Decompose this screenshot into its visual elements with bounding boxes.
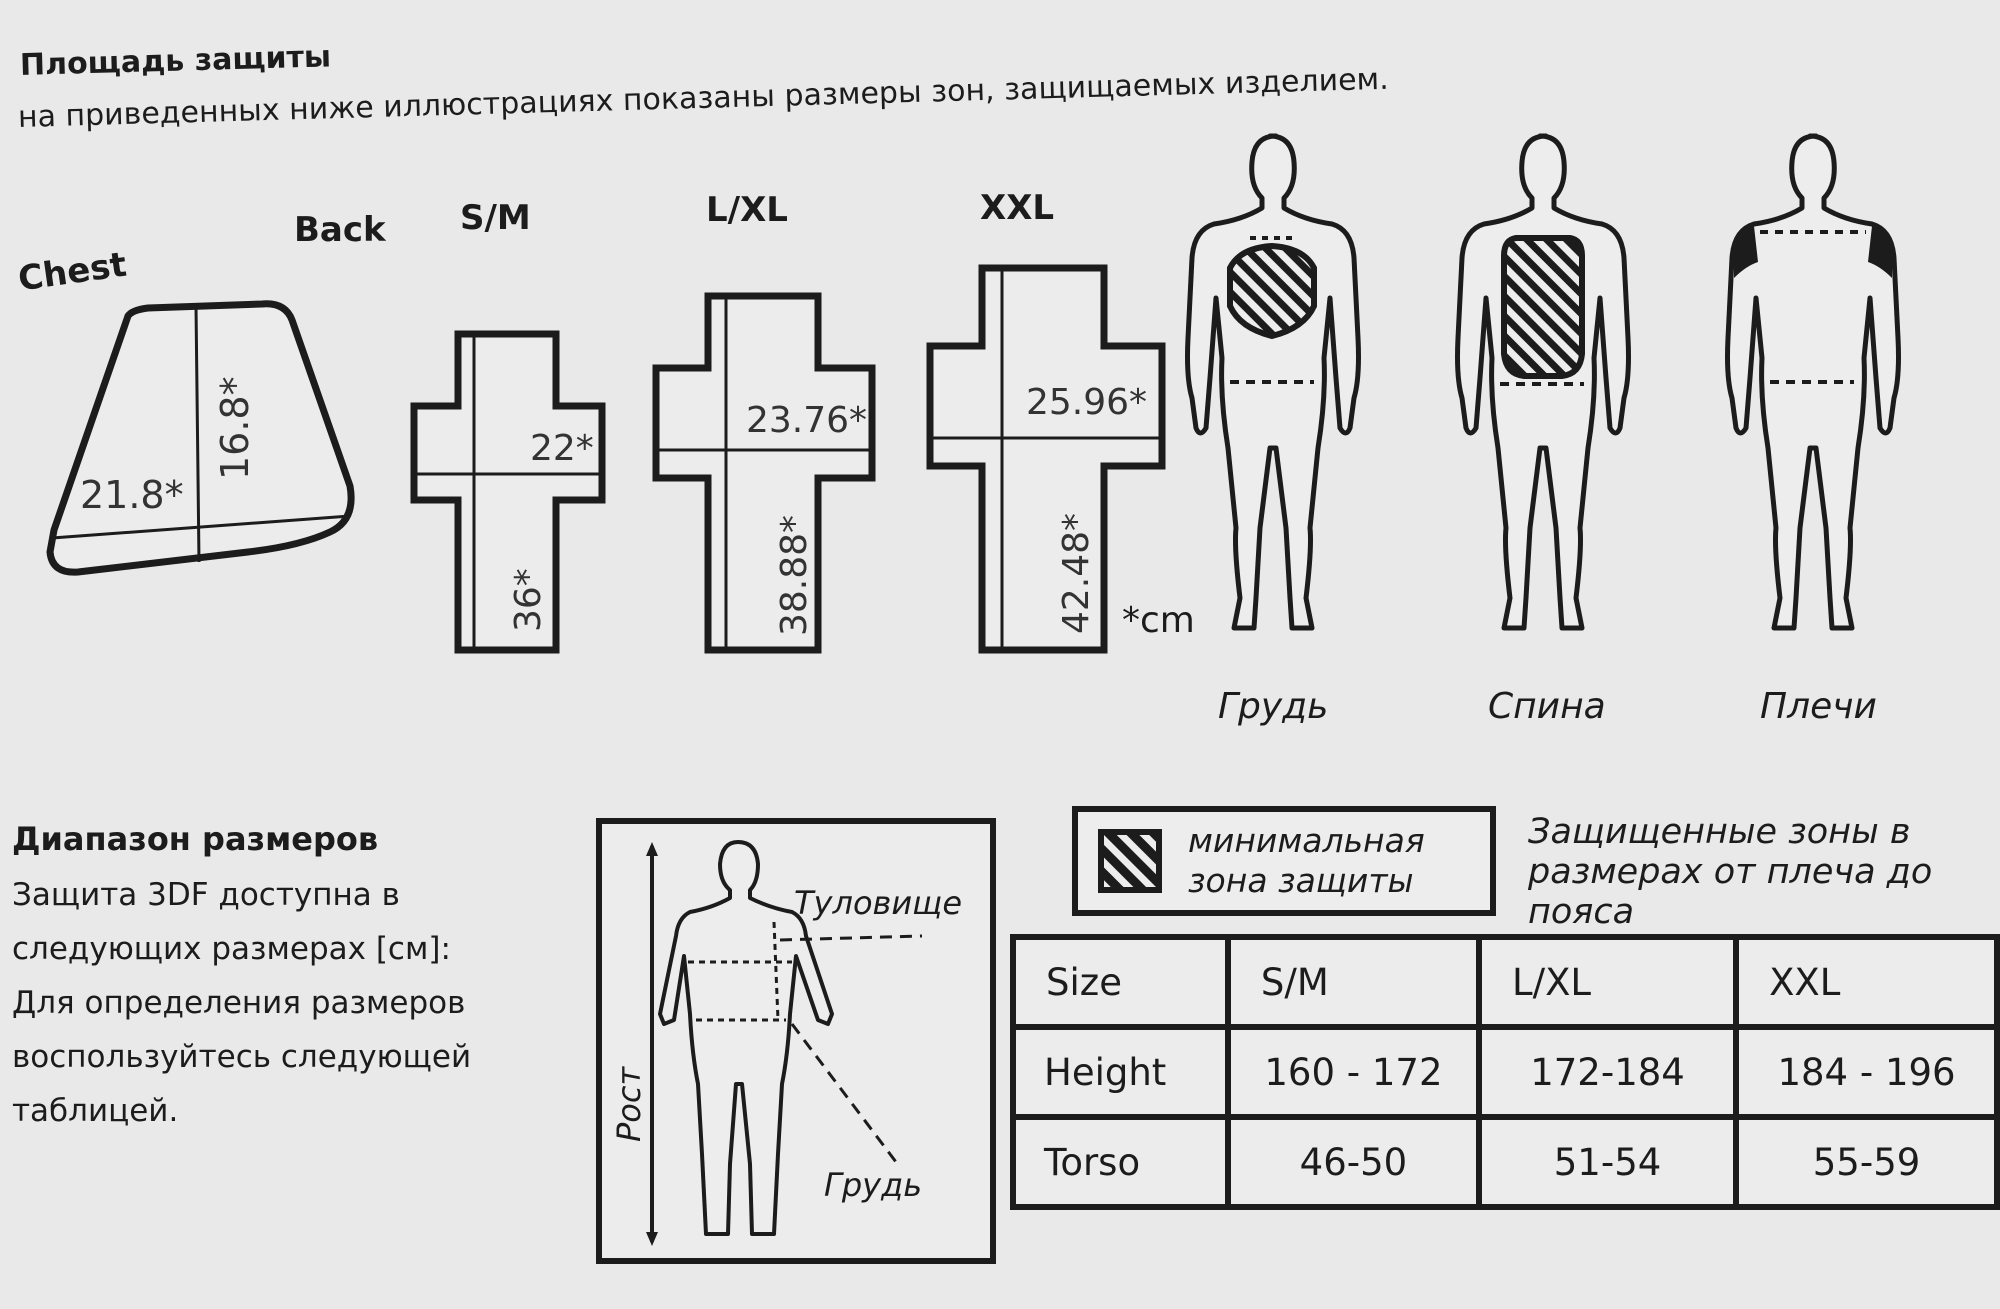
height-label: Рост [610,1066,648,1142]
zones-note: Защищенные зоны в размерах от плеча до п… [1528,812,1933,932]
sm-height-label: 36* [508,568,549,632]
torso-label: Туловище [794,884,962,922]
protector-shapes: 21.8* 16.8* 22* 36* 23.76* 38.88* 25.96*… [46,264,1166,654]
table-row: Height 160 - 172 172-184 184 - 196 [1016,1030,1994,1114]
chest-height-label: 16.8* [213,376,257,480]
xxl-width-label: 25.96* [1026,382,1147,423]
table-header-cell: XXL [1739,940,1994,1024]
size-label-lxl: L/XL [706,190,788,230]
table-header-cell: Size [1016,940,1225,1024]
figure-back [1458,136,1629,628]
legend-text: минимальная зона защиты [1188,821,1425,901]
table-row-label: Height [1016,1030,1225,1114]
lxl-cross-shape: 23.76* 38.88* [652,292,876,654]
size-label-xxl: XXL [980,188,1055,228]
figure-shoulders [1728,136,1899,628]
table-cell: 184 - 196 [1739,1030,1994,1114]
table-header-row: Size S/M L/XL XXL [1016,940,1994,1024]
figure-chest [1188,136,1359,628]
size-range-line: Защита 3DF доступна в [12,877,400,913]
table-cell: 46-50 [1230,1120,1476,1204]
hatch-icon [1098,829,1162,893]
sm-width-label: 22* [530,428,594,469]
measurement-diagram: Рост [610,840,923,1246]
caption-back: Спина [1488,686,1606,727]
size-range-heading: Диапазон размеров [12,820,379,858]
table-cell: 172-184 [1481,1030,1734,1114]
xxl-cross-shape: 25.96* 42.48* [926,264,1166,654]
body-figures [1180,128,1940,688]
table-cell: 55-59 [1739,1120,1994,1204]
lxl-width-label: 23.76* [746,400,867,441]
size-range-line: воспользуйтесь следующей [12,1039,472,1075]
chest-width-label: 21.8* [80,473,184,517]
table-cell: 51-54 [1481,1120,1734,1204]
sm-cross-shape: 22* 36* [410,330,606,654]
chest-measure-label: Грудь [824,1166,923,1204]
size-label-sm: S/M [460,198,531,238]
unit-note: *cm [1122,600,1195,641]
size-range-line: следующих размерах [см]: [12,931,451,967]
caption-chest: Грудь [1218,686,1329,727]
size-range-line: Для определения размеров [12,985,466,1021]
table-cell: 160 - 172 [1230,1030,1476,1114]
size-table: Size S/M L/XL XXL Height 160 - 172 172-1… [1010,934,2000,1210]
caption-shoulders: Плечи [1760,686,1877,727]
xxl-height-label: 42.48* [1056,513,1097,634]
size-range-text: Защита 3DF доступна в следующих размерах… [12,868,572,1138]
lxl-height-label: 38.88* [774,515,815,636]
back-label: Back [294,210,386,250]
table-row: Torso 46-50 51-54 55-59 [1016,1120,1994,1204]
table-header-cell: S/M [1230,940,1476,1024]
legend: минимальная зона защиты [1072,806,1496,916]
measurement-box: Рост Туловище Грудь [596,818,996,1264]
legend-line-2: зона защиты [1188,861,1414,900]
legend-line-1: минимальная [1188,821,1425,860]
table-header-cell: L/XL [1481,940,1734,1024]
size-range-line: таблицей. [12,1093,179,1129]
table-row-label: Torso [1016,1120,1225,1204]
chest-plate-shape: 21.8* 16.8* [46,300,355,576]
